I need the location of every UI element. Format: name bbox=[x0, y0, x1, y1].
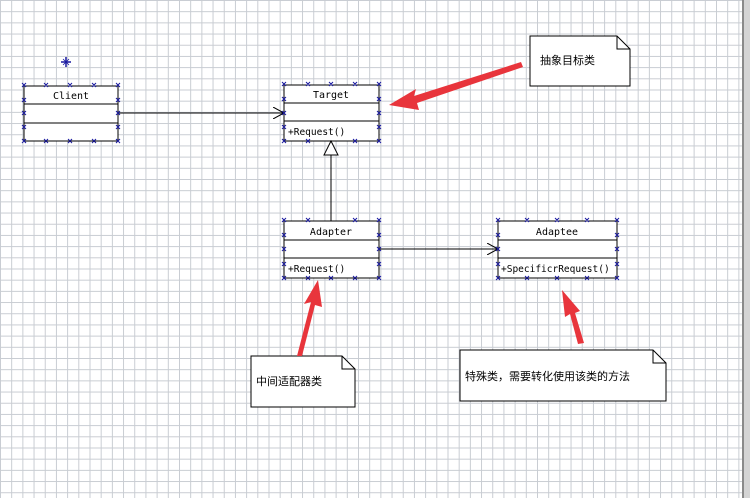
class-adapter-operation: +Request() bbox=[288, 264, 345, 275]
red-arrow-adapter-icon bbox=[297, 280, 322, 356]
class-target-name: Target bbox=[313, 90, 349, 101]
class-adaptee[interactable]: Adaptee +SpecificrRequest() bbox=[497, 220, 618, 279]
note-adapter[interactable]: 中间适配器类 bbox=[250, 355, 356, 408]
class-target-operation: +Request() bbox=[288, 127, 345, 138]
note-target[interactable]: 抽象目标类 bbox=[529, 35, 631, 87]
note-adaptee[interactable]: 特殊类，需要转化使用该类的方法 bbox=[459, 349, 667, 402]
class-adaptee-operation: +SpecificrRequest() bbox=[501, 264, 610, 275]
scrollbar-edge[interactable] bbox=[744, 0, 750, 498]
class-client[interactable]: Client bbox=[23, 85, 119, 142]
class-client-name: Client bbox=[53, 91, 89, 102]
red-arrow-adaptee-icon bbox=[562, 290, 584, 344]
class-adaptee-name: Adaptee bbox=[536, 227, 578, 238]
note-adapter-text: 中间适配器类 bbox=[256, 374, 322, 388]
class-adapter[interactable]: Adapter +Request() bbox=[283, 220, 380, 279]
note-adaptee-text: 特殊类，需要转化使用该类的方法 bbox=[465, 369, 630, 383]
generalization-adapter-target[interactable] bbox=[323, 139, 339, 221]
note-target-text: 抽象目标类 bbox=[540, 53, 595, 67]
class-target[interactable]: Target +Request() bbox=[283, 84, 380, 142]
selection-handles bbox=[21, 81, 620, 281]
cursor-cross-icon bbox=[61, 57, 71, 67]
class-adapter-name: Adapter bbox=[310, 227, 352, 238]
red-arrow-target-icon bbox=[389, 62, 523, 110]
